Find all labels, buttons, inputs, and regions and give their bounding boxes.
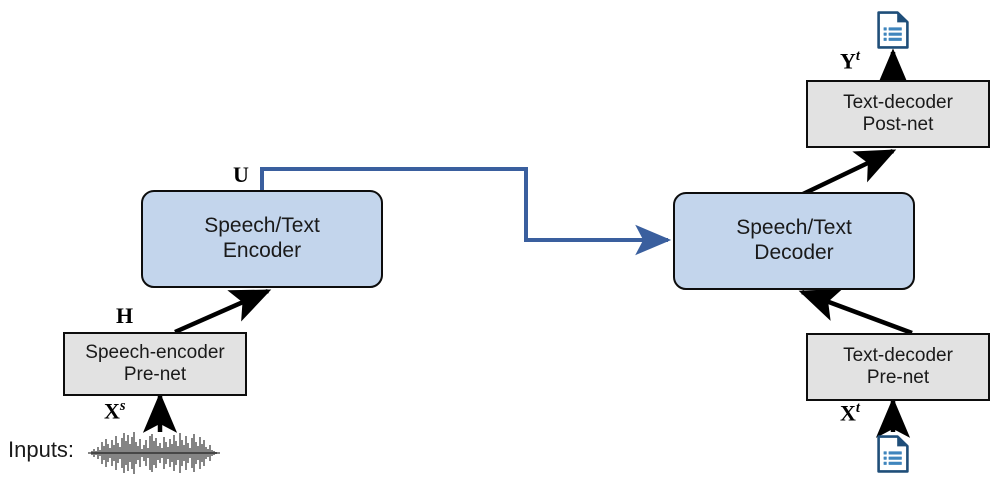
text-document-icon-output bbox=[877, 11, 909, 49]
label-inputs-text: Inputs: bbox=[8, 437, 75, 462]
label-x-text-sup: t bbox=[855, 400, 860, 416]
label-h-text: H bbox=[116, 303, 134, 328]
text-document-icon-input bbox=[877, 435, 909, 473]
node-label-line1: Speech/Text bbox=[204, 214, 320, 238]
node-label-line1: Text-decoder bbox=[843, 344, 953, 366]
node-text-decoder-prenet[interactable]: Text-decoder Pre-net bbox=[806, 333, 990, 401]
label-x-speech-base: X bbox=[104, 398, 120, 424]
node-label-line2: Post-net bbox=[862, 114, 934, 135]
label-y-text-sup: t bbox=[855, 48, 860, 64]
node-text-decoder-postnet[interactable]: Text-decoder Post-net bbox=[806, 80, 990, 148]
label-y-text: Yt bbox=[840, 48, 860, 74]
node-label-line1: Text-decoder bbox=[843, 91, 953, 113]
label-y-text-base: Y bbox=[840, 48, 856, 74]
node-label-line1: Speech/Text bbox=[736, 216, 852, 240]
edge-prenet-to-encoder bbox=[174, 288, 272, 335]
edge-decoder-to-postnet bbox=[802, 148, 897, 197]
node-speech-text-decoder[interactable]: Speech/Text Decoder bbox=[673, 192, 915, 290]
label-x-text-base: X bbox=[840, 400, 856, 426]
label-x-text: Xt bbox=[840, 400, 860, 426]
label-x-speech: Xs bbox=[104, 398, 126, 424]
label-x-speech-sup: s bbox=[119, 398, 126, 414]
node-label-line2: Pre-net bbox=[866, 367, 930, 388]
node-label-line2: Encoder bbox=[222, 239, 302, 262]
node-speech-encoder-prenet[interactable]: Speech-encoder Pre-net bbox=[63, 332, 247, 396]
audio-waveform-icon bbox=[88, 432, 220, 474]
edge-text-prenet-to-decoder bbox=[798, 288, 913, 336]
label-u: U bbox=[233, 162, 249, 188]
node-label-line1: Speech-encoder bbox=[85, 341, 225, 363]
node-label-line2: Pre-net bbox=[123, 364, 187, 385]
node-label-line2: Decoder bbox=[754, 241, 834, 264]
label-inputs: Inputs: bbox=[8, 437, 74, 463]
edge-encoder-to-decoder bbox=[260, 167, 672, 256]
node-speech-text-encoder[interactable]: Speech/Text Encoder bbox=[141, 190, 383, 288]
label-h: H bbox=[116, 303, 133, 329]
label-u-text: U bbox=[233, 162, 249, 187]
